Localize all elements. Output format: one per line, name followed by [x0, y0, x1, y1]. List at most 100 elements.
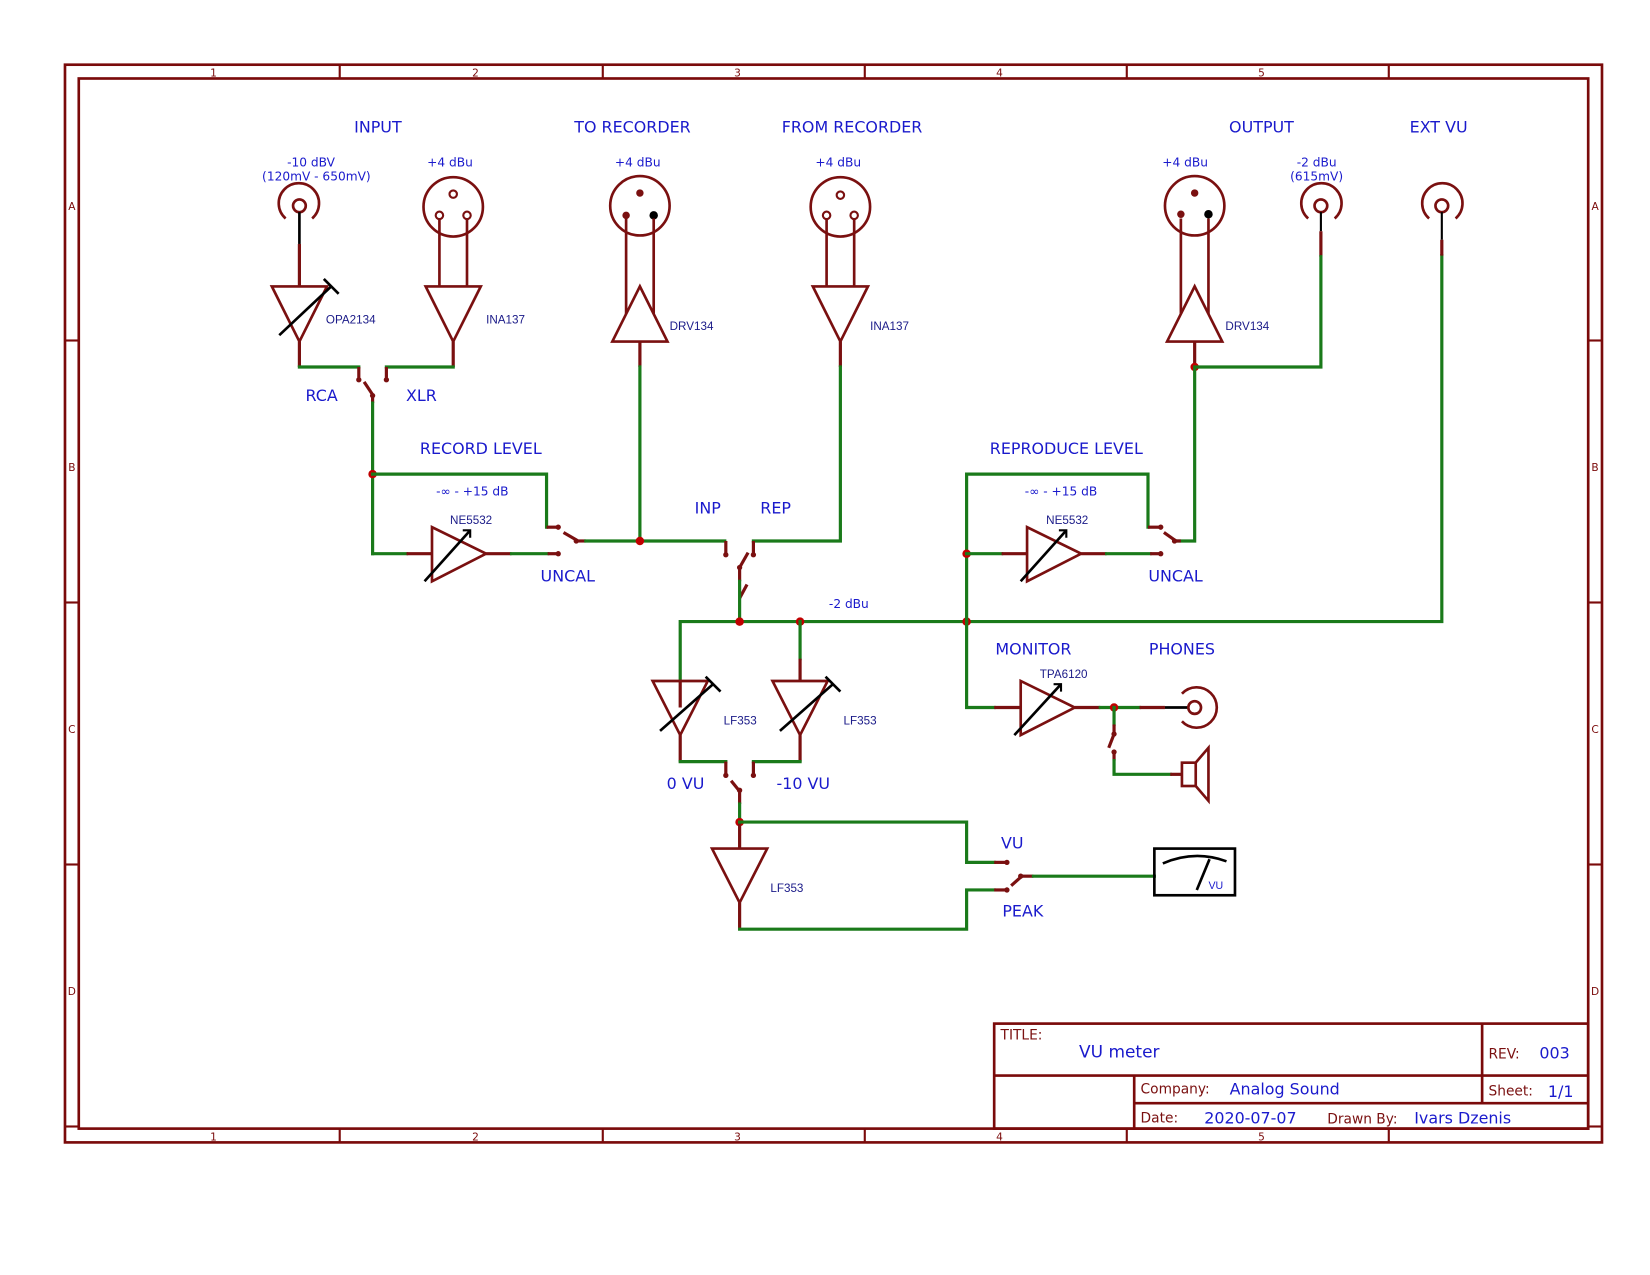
- switch-label-0vu: 0 VU: [667, 774, 705, 793]
- heading-input: INPUT: [354, 118, 402, 137]
- input-xlr-jack: +4 dBu: [422, 156, 485, 287]
- col-label-top: 1: [210, 67, 217, 79]
- switch-label-rca: RCA: [306, 386, 338, 405]
- vu-meter-icon: [1153, 847, 1237, 897]
- part-label: TPA6120: [1040, 668, 1088, 681]
- junction-dot: [635, 536, 645, 546]
- part-label: INA137: [870, 320, 909, 333]
- row-label-left: A: [68, 201, 76, 213]
- from-recorder-amp: INA137: [751, 285, 909, 543]
- row-label-left: D: [68, 986, 76, 998]
- row-label-left: B: [68, 462, 75, 474]
- part-label: LF353: [770, 882, 803, 895]
- sheet-key: Sheet:: [1488, 1084, 1532, 1100]
- amplifier-icon: [1025, 525, 1085, 584]
- col-label-bottom: 3: [734, 1131, 741, 1143]
- amplifier-icon: [650, 679, 710, 739]
- level-label: -∞ - +15 dB: [436, 484, 508, 498]
- company-key: Company:: [1141, 1082, 1210, 1098]
- xlr-jack-icon: [422, 175, 485, 238]
- heading-reproduce-level: REPRODUCE LEVEL: [990, 439, 1143, 458]
- switch-label-inp: INP: [695, 498, 722, 517]
- main-bus: -2 dBu: [678, 239, 1444, 682]
- rca-jack-icon: [1299, 181, 1343, 220]
- drawn-by-key: Drawn By:: [1327, 1111, 1397, 1127]
- row-label-right: B: [1591, 462, 1598, 474]
- monitor-stage: MONITOR PHONES TPA6120: [965, 619, 1219, 805]
- col-label-bottom: 4: [996, 1131, 1003, 1143]
- output-rca-jack: -2 dBu (615mV): [1173, 156, 1343, 543]
- vu-meter: VU: [1153, 847, 1237, 897]
- heading-output: OUTPUT: [1229, 118, 1294, 137]
- col-label-top: 4: [996, 67, 1003, 79]
- amplifier-icon: [430, 525, 490, 584]
- bus-level-label: -2 dBu: [829, 597, 869, 611]
- amplifier-icon: [610, 283, 670, 343]
- reproduce-level-stage: REPRODUCE LEVEL -∞ - +15 dB NE5532 UNCAL: [962, 439, 1203, 624]
- rca-jack-icon: [1420, 181, 1464, 220]
- xlr-jack-icon: [608, 174, 671, 237]
- amplifier-icon: [810, 285, 871, 345]
- col-label-top: 5: [1258, 67, 1265, 79]
- sheet-value: 1/1: [1548, 1082, 1574, 1101]
- switch-label-peak: PEAK: [1002, 901, 1044, 920]
- level-label: +4 dBu: [427, 156, 473, 170]
- part-label: INA137: [486, 314, 525, 327]
- level-label: +4 dBu: [615, 156, 661, 170]
- level-label: +4 dBu: [815, 156, 861, 170]
- part-label: NE5532: [1046, 514, 1088, 527]
- amplifier-icon: [423, 285, 483, 345]
- xlr-jack-icon: [809, 175, 872, 238]
- phones-jack-icon: [1180, 686, 1219, 729]
- drawing-frame: 1 2 3 4 5 1 2 3 4 5 A B C D A B C D: [63, 63, 1604, 1144]
- part-label: LF353: [724, 714, 757, 727]
- level-label: (615mV): [1290, 169, 1343, 183]
- xlr-jack-icon: [1163, 174, 1226, 237]
- heading-record-level: RECORD LEVEL: [420, 439, 542, 458]
- to-recorder-jack: +4 dBu: [608, 156, 671, 314]
- drawing-title: VU meter: [1079, 1043, 1159, 1063]
- col-label-top: 3: [734, 67, 741, 79]
- switch-label-xlr: XLR: [406, 386, 437, 405]
- rca-jack-icon: [277, 181, 321, 220]
- date-value: 2020-07-07: [1204, 1108, 1296, 1127]
- amplifier-icon: [709, 847, 770, 906]
- part-label: DRV134: [1225, 320, 1269, 333]
- amplifier-icon: [269, 285, 330, 345]
- row-label-right: D: [1591, 986, 1599, 998]
- rev-key: REV:: [1488, 1047, 1519, 1063]
- amplifier-icon: [1164, 283, 1225, 343]
- output-xlr-jack: +4 dBu: [1162, 156, 1226, 314]
- switch-label-vu: VU: [1001, 834, 1024, 853]
- level-label: -10 dBV: [287, 156, 336, 170]
- input-xlr-amp: INA137: [423, 285, 525, 368]
- col-label-bottom: 5: [1258, 1131, 1265, 1143]
- part-label: LF353: [844, 714, 877, 727]
- switch-label-minus10vu: -10 VU: [776, 774, 830, 793]
- part-label: NE5532: [450, 514, 492, 527]
- title-block: TITLE: VU meter REV: 003 Company: Analog…: [992, 1022, 1590, 1130]
- heading-phones: PHONES: [1149, 639, 1215, 658]
- speaker-icon: [1180, 744, 1210, 805]
- switch-label-uncal: UNCAL: [541, 566, 596, 585]
- vu-range-stage: LF353 LF353 0 VU -10 VU: [650, 619, 877, 824]
- col-label-top: 2: [472, 67, 479, 79]
- output-driver: DRV134: [1164, 283, 1270, 372]
- row-label-right: C: [1591, 724, 1598, 736]
- row-label-left: C: [68, 724, 75, 736]
- drawn-by-value: Ivars Dzenis: [1414, 1108, 1511, 1127]
- heading-to-recorder: TO RECORDER: [573, 118, 690, 137]
- part-label: DRV134: [670, 320, 714, 333]
- from-recorder-jack: +4 dBu: [809, 156, 872, 287]
- input-rca-amp: OPA2134: [269, 278, 376, 368]
- heading-ext-vu: EXT VU: [1410, 118, 1468, 137]
- input-selector-switch: RCA XLR: [297, 365, 455, 556]
- date-key: Date:: [1141, 1110, 1179, 1126]
- rev-value: 003: [1539, 1044, 1569, 1063]
- vu-meter-label: VU: [1208, 880, 1223, 892]
- ext-vu-jack: [1420, 181, 1464, 240]
- meter-drive-stage: LF353 VU PEAK: [709, 817, 1156, 931]
- col-label-bottom: 2: [472, 1131, 479, 1143]
- to-recorder-driver: DRV134: [610, 283, 714, 546]
